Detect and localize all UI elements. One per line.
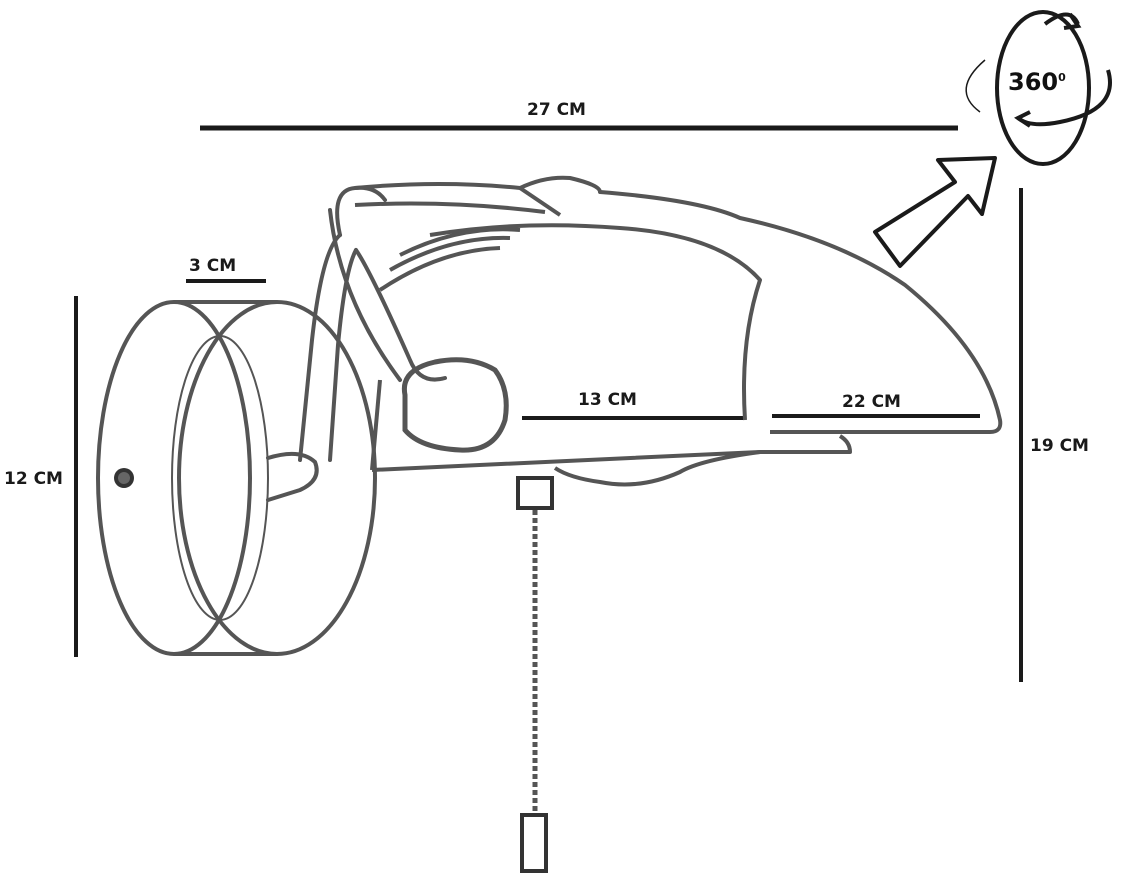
label-base-height: 12 CM [4, 469, 63, 489]
pivot-knob [401, 357, 509, 453]
lamp-shade [354, 175, 1003, 487]
base-screw-icon [114, 468, 134, 488]
label-shade-inner: 13 CM [578, 390, 637, 410]
pull-switch [516, 476, 554, 873]
direction-arrow-icon [873, 156, 997, 268]
rotation-unit: 0 [1058, 71, 1066, 84]
lamp-arm [266, 185, 447, 502]
label-shade-outer: 22 CM [842, 392, 901, 412]
rotation-360-icon [965, 10, 1112, 166]
wall-base [96, 300, 377, 656]
rotation-value: 360 [1008, 68, 1059, 96]
rotation-label: 3600 [1008, 68, 1066, 96]
label-base-depth: 3 CM [189, 256, 237, 276]
label-overall-width: 27 CM [527, 100, 586, 120]
label-overall-height: 19 CM [1030, 436, 1089, 456]
